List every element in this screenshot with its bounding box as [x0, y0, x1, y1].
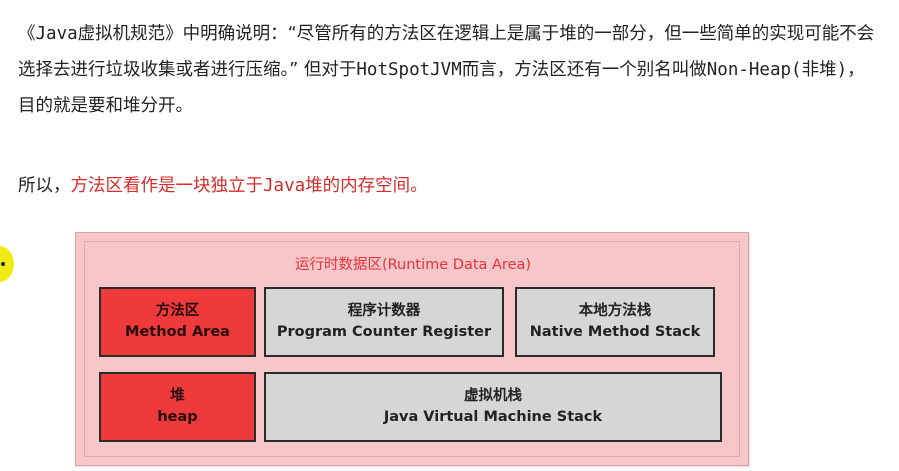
method-area-cn: 方法区: [155, 303, 200, 319]
paragraph-conclusion: 所以，方法区看作是一块独立于Java堆的内存空间。: [18, 168, 878, 204]
jvm-stack-en: Java Virtual Machine Stack: [383, 409, 603, 425]
text-segment: 所以，: [18, 176, 71, 196]
runtime-data-area-title: 运行时数据区(Runtime Data Area): [294, 257, 532, 273]
text-segment-java: Java: [35, 24, 78, 44]
highlight-text: 堆的内存空间。: [305, 176, 428, 196]
highlight-text-java: Java: [263, 176, 306, 196]
paragraph-spec-quote: 《Java虚拟机规范》中明确说明：“尽管所有的方法区在逻辑上是属于堆的一部分，但…: [18, 16, 878, 124]
text-segment-hotspot: HotSpotJVM: [356, 60, 462, 80]
runtime-data-area-inner-border: [84, 241, 740, 457]
heap-en: heap: [157, 409, 198, 425]
pc-register-box: 程序计数器 Program Counter Register: [264, 287, 504, 357]
heap-box: 堆 heap: [99, 372, 256, 442]
cursor-highlight: [0, 246, 14, 282]
method-area-box: 方法区 Method Area: [99, 287, 256, 357]
text-segment-non-heap: Non-Heap(: [706, 60, 802, 80]
text-segment: 《: [18, 24, 36, 44]
native-method-stack-box: 本地方法栈 Native Method Stack: [515, 287, 715, 357]
highlight-text: 方法区看作是一块独立于: [70, 176, 264, 196]
text-segment: 非堆: [801, 60, 837, 80]
jvm-stack-box: 虚拟机栈 Java Virtual Machine Stack: [264, 372, 722, 442]
native-method-stack-cn: 本地方法栈: [578, 303, 652, 319]
native-method-stack-en: Native Method Stack: [529, 324, 701, 340]
pc-register-cn: 程序计数器: [347, 303, 421, 319]
text-segment: 虚拟机规范》中明确说明：“尽管所有的方法区在逻辑上是属于堆的一部分，但一些简单的…: [18, 24, 875, 80]
heap-cn: 堆: [170, 388, 185, 404]
text-segment: 而言，方法区还有一个别名叫做: [461, 60, 707, 80]
pc-register-en: Program Counter Register: [276, 324, 492, 340]
text-segment: ): [836, 60, 848, 80]
jvm-stack-cn: 虚拟机栈: [464, 388, 522, 404]
text-segment: ，目的就是要和堆分开。: [18, 60, 865, 116]
method-area-en: Method Area: [125, 324, 230, 340]
